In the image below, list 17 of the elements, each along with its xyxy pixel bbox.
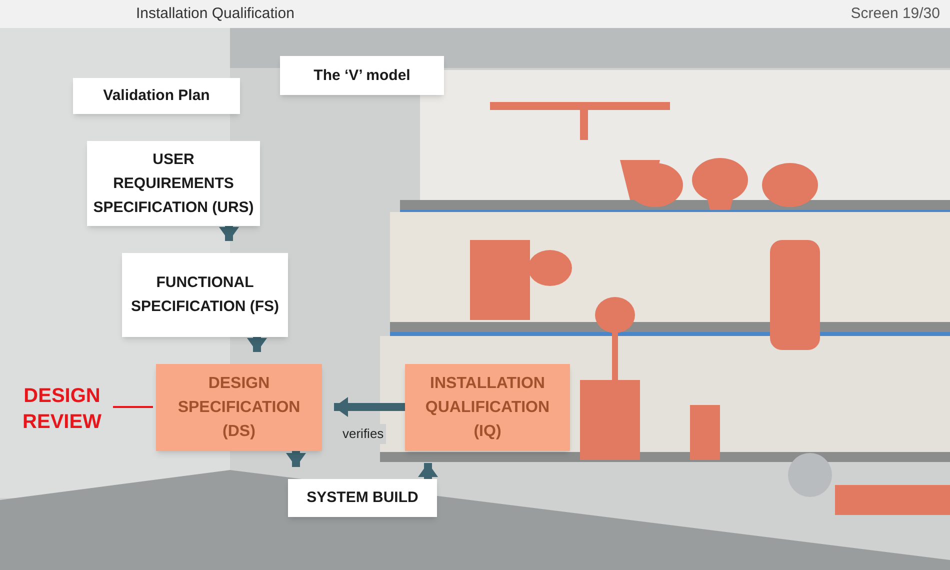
callout-text: DESIGN REVIEW xyxy=(14,380,110,438)
stage-box: DESIGN SPECIFICATION (DS) xyxy=(156,364,322,451)
screen-title: Installation Qualification xyxy=(136,4,294,24)
label-box: FUNCTIONAL SPECIFICATION (FS) xyxy=(122,253,288,337)
label-box: USER REQUIREMENTS SPECIFICATION (URS) xyxy=(87,141,260,226)
screen-counter: Screen 19/30 xyxy=(850,4,940,24)
arrow xyxy=(219,226,239,241)
label-box: The ‘V’ model xyxy=(280,56,444,95)
arrow xyxy=(247,337,267,352)
arrow xyxy=(334,397,405,417)
label-box: SYSTEM BUILD xyxy=(288,479,437,517)
arrow xyxy=(418,463,438,479)
stage-box: INSTALLATION QUALIFICATION (IQ) xyxy=(405,364,570,451)
label-box: Validation Plan xyxy=(73,78,240,114)
arrow xyxy=(286,451,306,467)
edge-label: verifies xyxy=(340,424,386,444)
leader-line xyxy=(113,406,153,408)
